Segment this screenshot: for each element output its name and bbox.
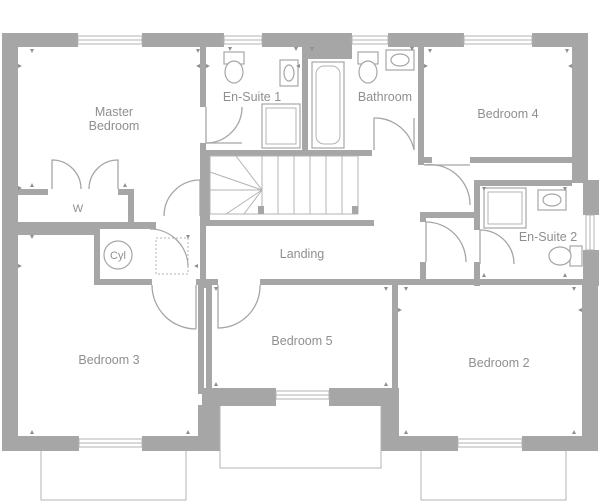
bedroom-4-label: Bedroom 4	[477, 107, 538, 121]
bathroom-label: Bathroom	[358, 90, 412, 104]
exterior-outlines	[40, 406, 567, 501]
shower-tray	[261, 103, 301, 149]
ensuite-1-label: En-Suite 1	[223, 90, 281, 104]
wardrobe-label: W	[73, 203, 84, 215]
landing-label: Landing	[280, 247, 325, 261]
doors	[51, 106, 515, 330]
ensuite-2-label: En-Suite 2	[519, 230, 577, 244]
toilet-bowl	[224, 60, 244, 84]
interior-walls	[18, 47, 584, 436]
cylinder-tank	[103, 240, 133, 270]
bedroom-3-label: Bedroom 3	[78, 353, 139, 367]
bath	[311, 61, 345, 149]
dimension-ticks	[18, 47, 582, 434]
room-labels: Master Bedroom W En-Suite 1 Bathroom Bed…	[73, 90, 577, 370]
outer-walls	[2, 33, 599, 451]
staircase	[209, 155, 359, 215]
fixtures	[103, 49, 583, 275]
master-bedroom-label-line2: Bedroom	[89, 119, 140, 133]
master-bedroom-label-line1: Master	[95, 105, 133, 119]
windows	[77, 35, 595, 448]
bedroom-2-label: Bedroom 2	[468, 356, 529, 370]
bedroom-5-label: Bedroom 5	[271, 334, 332, 348]
cylinder-label: Cyl	[110, 250, 126, 262]
shower-tray-2	[483, 187, 527, 229]
